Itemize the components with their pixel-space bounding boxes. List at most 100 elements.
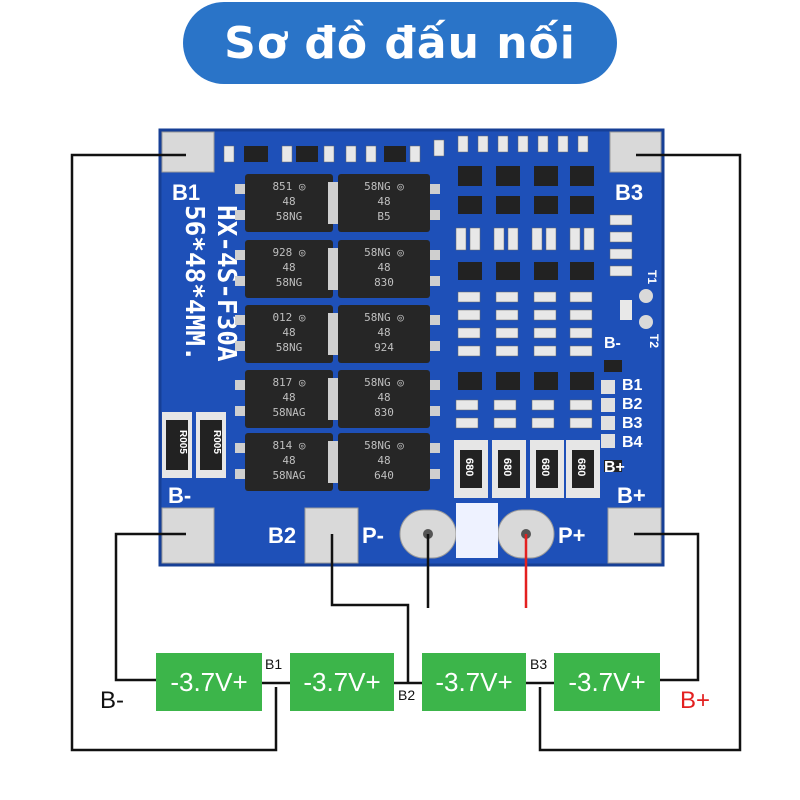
cell-voltage-label: -3.7V+ (303, 667, 380, 697)
mosfet-marking: 58NG ◎ (364, 376, 404, 389)
page-title: Sơ đồ đấu nối (224, 17, 576, 69)
mosfet-chip (245, 370, 333, 428)
exposed-copper-area (456, 503, 498, 558)
mosfet-marking: 48 (282, 261, 295, 274)
mosfet-marking: 58NG ◎ (364, 246, 404, 259)
mosfet-marking: 58NG ◎ (364, 311, 404, 324)
mosfet-marking: 830 (374, 276, 394, 289)
mosfet-lead (235, 469, 245, 479)
terminal-label-b-plus: B+ (680, 687, 710, 714)
cell-voltage-label: -3.7V+ (568, 667, 645, 697)
mosfet-lead (235, 443, 245, 453)
terminal-label-b-minus: B- (100, 687, 124, 714)
mosfet-marking: 48 (377, 261, 390, 274)
battery-cell-3 (422, 653, 526, 711)
thermistor-pad-1 (639, 289, 653, 303)
mosfet-lead (430, 315, 440, 325)
mosfet-marking: 48 (282, 391, 295, 404)
mosfet-tab (328, 248, 338, 290)
connector-label-b2: B2 (622, 396, 643, 413)
pad-b-minus (161, 507, 215, 564)
mosfet-lead (430, 406, 440, 416)
mosfet-lead (430, 184, 440, 194)
bms-board: B1 B3 B- B2 P- P+ B+ HX-4S-F30A 56*48*4M… (158, 128, 665, 567)
mosfet-chip (338, 370, 430, 428)
mosfet-chip (338, 240, 430, 298)
balance-resistors: 680 680 680 680 (454, 440, 600, 498)
cell-voltage-label: -3.7V+ (435, 667, 512, 697)
mosfet-marking: 58NAG (272, 406, 305, 419)
mosfet-chip (245, 305, 333, 363)
mosfet-marking: 48 (282, 326, 295, 339)
mosfet-lead (430, 250, 440, 260)
mosfet-lead (430, 341, 440, 351)
mosfet-marking: 48 (282, 195, 295, 208)
balance-resistor-label: 680 (539, 458, 551, 476)
thermistor-label-t1: T1 (645, 270, 659, 284)
mosfet-marking: 48 (377, 326, 390, 339)
pad-b-plus (607, 507, 662, 564)
mosfet-tab (328, 182, 338, 224)
mosfet-lead (430, 210, 440, 220)
mosfet-marking: B5 (377, 210, 390, 223)
mosfet-lead (235, 276, 245, 286)
mosfet-marking: 58NG (276, 210, 303, 223)
thermistor-pad-2 (639, 315, 653, 329)
wire-b1 (70, 153, 278, 752)
mosfet-marking: 851 ◎ (272, 180, 305, 193)
mosfet-lead (235, 250, 245, 260)
mosfet-marking: 928 ◎ (272, 246, 305, 259)
mosfet-lead (235, 380, 245, 390)
pad-b3 (609, 131, 662, 173)
mosfet-lead (430, 469, 440, 479)
mid-sot-chips (458, 262, 622, 472)
mosfet-chip (245, 240, 333, 298)
battery-cells: -3.7V+ -3.7V+ -3.7V+ -3.7V+ (156, 653, 660, 711)
mosfet-marking: 58NG (276, 276, 303, 289)
mosfet-marking: 012 ◎ (272, 311, 305, 324)
mosfet-marking: 817 ◎ (272, 376, 305, 389)
mosfet-tab (328, 313, 338, 355)
pad-b1 (161, 131, 215, 173)
mosfet-marking: 48 (377, 391, 390, 404)
shunt-label: R005 (211, 430, 222, 454)
tap-label-b1: B1 (265, 656, 282, 672)
mosfet-lead (235, 406, 245, 416)
cell-voltage-label: -3.7V+ (170, 667, 247, 697)
mosfet-lead (430, 380, 440, 390)
mosfet-lead (235, 210, 245, 220)
mosfet-chip (245, 433, 333, 491)
wire-b-minus (114, 532, 186, 682)
pcb-outline (158, 128, 665, 567)
pad-label-b-minus: B- (168, 483, 191, 508)
mosfet-marking: 48 (377, 195, 390, 208)
mosfet-marking: 58NG ◎ (364, 180, 404, 193)
wiring (70, 153, 742, 752)
mosfet-lead (430, 443, 440, 453)
mosfet-tab (328, 441, 338, 483)
tap-label-b3: B3 (530, 656, 547, 672)
battery-cell-1 (156, 653, 262, 711)
mosfet-lead (235, 315, 245, 325)
pad-label-b2: B2 (268, 523, 296, 548)
connector-label-b4: B4 (622, 434, 643, 451)
mosfet-marking: 48 (377, 454, 390, 467)
mosfet-marking: 58NG ◎ (364, 439, 404, 452)
connector-label-b1: B1 (622, 377, 643, 394)
connector-label-b-plus: B+ (604, 459, 625, 476)
smd-resistor-grid (455, 214, 633, 277)
wire-b-plus (634, 532, 700, 682)
pad-label-p-minus: P- (362, 523, 384, 548)
mosfet-marking: 640 (374, 469, 394, 482)
mosfet-marking: 830 (374, 406, 394, 419)
mosfet-marking: 924 (374, 341, 394, 354)
pad-label-b3: B3 (615, 180, 643, 205)
connector-label-b3: B3 (622, 415, 643, 432)
mosfet-chip (338, 174, 430, 232)
top-sot-chips (244, 146, 594, 214)
balance-resistor-label: 680 (501, 458, 513, 476)
thermistor-resistor (620, 300, 632, 320)
title-banner: Sơ đồ đấu nối (183, 2, 617, 84)
